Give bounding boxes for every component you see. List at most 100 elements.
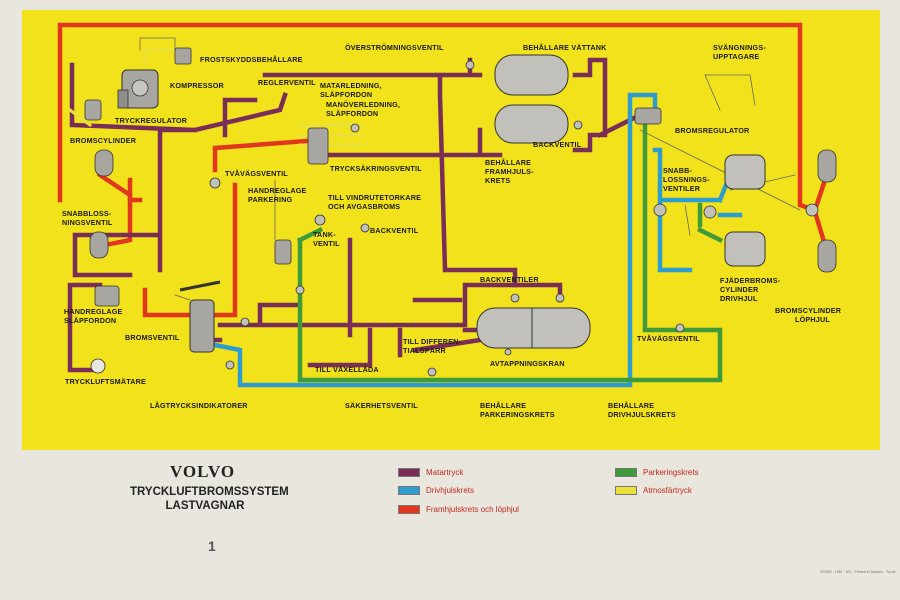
label-behallare-fram-3: KRETS xyxy=(485,176,510,185)
label-bromscylinder: BROMSCYLINDER xyxy=(70,136,137,145)
legend-swatch xyxy=(398,468,420,477)
label-bromsventil: BROMSVENTIL xyxy=(125,333,180,342)
label-handreglage-slap-1: HANDREGLAGE xyxy=(64,307,123,316)
label-trycksakring: TRYCKSÄKRINGSVENTIL xyxy=(330,164,422,173)
trycksakringsventil xyxy=(307,127,329,165)
legend-swatch xyxy=(615,486,637,495)
label-svangnings-2: UPPTAGARE xyxy=(713,52,759,61)
label-handreglage-park-2: PARKERING xyxy=(248,195,293,204)
label-snabbloss-l-2: NINGSVENTIL xyxy=(62,218,113,227)
label-manoverledning-1: MANÖVERLEDNING, xyxy=(326,100,400,109)
label-behallare-vattank: BEHÅLLARE VÄTTANK xyxy=(523,43,607,52)
label-avtappningskran: AVTAPPNINGSKRAN xyxy=(490,359,565,368)
label-snabbloss-r-1: SNABB- xyxy=(663,166,693,175)
handreglage-slapfordon xyxy=(94,285,120,307)
legend-label: Parkeringskrets xyxy=(643,468,699,477)
label-vaxellada: TILL VÄXELLÅDA xyxy=(315,365,379,374)
label-bromsregulator: BROMSREGULATOR xyxy=(675,126,750,135)
green-line-parking xyxy=(296,107,724,383)
label-snabbloss-r-3: VENTILER xyxy=(663,184,701,193)
bromsregulator xyxy=(634,107,662,125)
component-labels: FROSTSKYDDSBEHÅLLARE ÖVERSTRÖMNINGSVENTI… xyxy=(62,43,842,419)
label-sakerhetsventil: SÄKERHETSVENTIL xyxy=(345,401,418,410)
frostskydd-tank xyxy=(174,47,192,65)
label-svangnings-1: SVÄNGNINGS- xyxy=(713,43,766,52)
label-bromscyl-lop-1: BROMSCYLINDER xyxy=(775,306,842,315)
label-bromscyl-lop-2: LÖPHJUL xyxy=(795,315,830,324)
bromscylinder-lophjul-bottom xyxy=(817,239,837,273)
label-behallare-driv-1: BEHÅLLARE xyxy=(608,401,654,410)
label-backventiler: BACKVENTILER xyxy=(480,275,539,284)
page-number: 1 xyxy=(208,538,216,554)
legend-swatch xyxy=(615,468,637,477)
diagram-background xyxy=(22,10,880,450)
bromsventil xyxy=(179,280,221,353)
legend-swatch xyxy=(398,486,420,495)
legend-item-atmosfartryck: Atmosfärtryck xyxy=(615,486,692,495)
label-tryckluftsmatare: TRYCKLUFTSMÄTARE xyxy=(65,377,146,386)
tank-parkering-drivhjul xyxy=(476,307,591,349)
label-differential-1: TILL DIFFEREN- xyxy=(403,337,462,346)
legend-item-parkeringskrets: Parkeringskrets xyxy=(615,468,699,477)
legend-label: Matartryck xyxy=(426,468,464,477)
label-manoverledning-2: SLÄPFORDON xyxy=(326,109,378,118)
valve-dots xyxy=(90,60,819,377)
poster-title: TRYCKLUFTBROMSSYSTEM LASTVAGNAR xyxy=(130,486,289,512)
atmosphere-line xyxy=(67,48,362,147)
tryckregulator xyxy=(84,99,102,121)
label-frostskydd: FROSTSKYDDSBEHÅLLARE xyxy=(200,55,303,64)
label-differential-2: TIALSPÄRR xyxy=(403,346,447,355)
label-behallare-park-2: PARKERINGSKRETS xyxy=(480,410,555,419)
legend-item-framhjulskrets: Framhjulskrets och löphjul xyxy=(398,505,519,514)
legend-item-drivhjulskrets: Drivhjulskrets xyxy=(398,486,474,495)
label-kompressor: KOMPRESSOR xyxy=(170,81,225,90)
compressor xyxy=(117,69,159,109)
label-snabbloss-l-1: SNABBLOSS- xyxy=(62,209,112,218)
label-backventil-mid: BACKVENTIL xyxy=(370,226,419,235)
label-matarledning-1: MATARLEDNING, xyxy=(320,81,382,90)
label-behallare-fram-1: BEHÅLLARE xyxy=(485,158,531,167)
legend-item-matartryck: Matartryck xyxy=(398,468,463,477)
label-snabbloss-r-2: LOSSNINGS- xyxy=(663,175,710,184)
legend-label: Drivhjulskrets xyxy=(426,486,475,495)
label-fjader-1: FJÄDERBROMS- xyxy=(720,276,781,285)
label-overstromning: ÖVERSTRÖMNINGSVENTIL xyxy=(345,43,444,52)
tank-vattank xyxy=(494,54,569,96)
purple-line-bottom xyxy=(207,237,563,368)
label-behallare-fram-2: FRAMHJULS- xyxy=(485,167,534,176)
label-behallare-driv-2: DRIVHJULSKRETS xyxy=(608,410,676,419)
fjaderbromscylinder-top xyxy=(724,154,766,190)
label-fjader-2: CYLINDER xyxy=(720,285,759,294)
legend-label: Atmosfärtryck xyxy=(643,486,692,495)
handreglage-parkering xyxy=(274,239,292,265)
label-backventil-top: BACKVENTIL xyxy=(533,140,582,149)
tank-framhjulskrets xyxy=(494,104,569,144)
red-line-top-loop xyxy=(57,22,818,213)
print-note: 003500 · 1981 · 501 · Printed in Sweden … xyxy=(820,570,896,574)
bromscylinder-front-bottom xyxy=(89,231,109,259)
label-lagtryck: LÅGTRYCKSINDIKATORER xyxy=(150,401,248,410)
label-tvavagsventil-right: TVÅVÄGSVENTIL xyxy=(637,334,700,343)
label-reglerventil: REGLERVENTIL xyxy=(258,78,316,87)
label-vindrute-2: OCH AVGASBROMS xyxy=(328,202,400,211)
bromscylinder-front-top xyxy=(94,149,114,177)
fjaderbromscylinder-bottom xyxy=(724,231,766,267)
label-vindrute-1: TILL VINDRUTETORKARE xyxy=(328,193,421,202)
label-tvavagsventil-left: TVÅVÄGSVENTIL xyxy=(225,169,288,178)
label-tankventil-2: VENTIL xyxy=(313,239,340,248)
label-tankventil-1: TANK- xyxy=(313,230,336,239)
legend-label: Framhjulskrets och löphjul xyxy=(426,505,519,514)
legend-swatch xyxy=(398,505,420,514)
bromscylinder-lophjul-top xyxy=(817,149,837,183)
label-matarledning-2: SLÄPFORDON xyxy=(320,90,372,99)
label-fjader-3: DRIVHJUL xyxy=(720,294,758,303)
red-line-snabbloss xyxy=(96,171,133,248)
label-tryckregulator: TRYCKREGULATOR xyxy=(115,116,188,125)
label-behallare-park-1: BEHÅLLARE xyxy=(480,401,526,410)
purple-line-main xyxy=(67,62,288,373)
red-line-tvavags xyxy=(142,137,323,318)
label-handreglage-park-1: HANDREGLAGE xyxy=(248,186,307,195)
volvo-logo: VOLVO xyxy=(170,462,236,481)
